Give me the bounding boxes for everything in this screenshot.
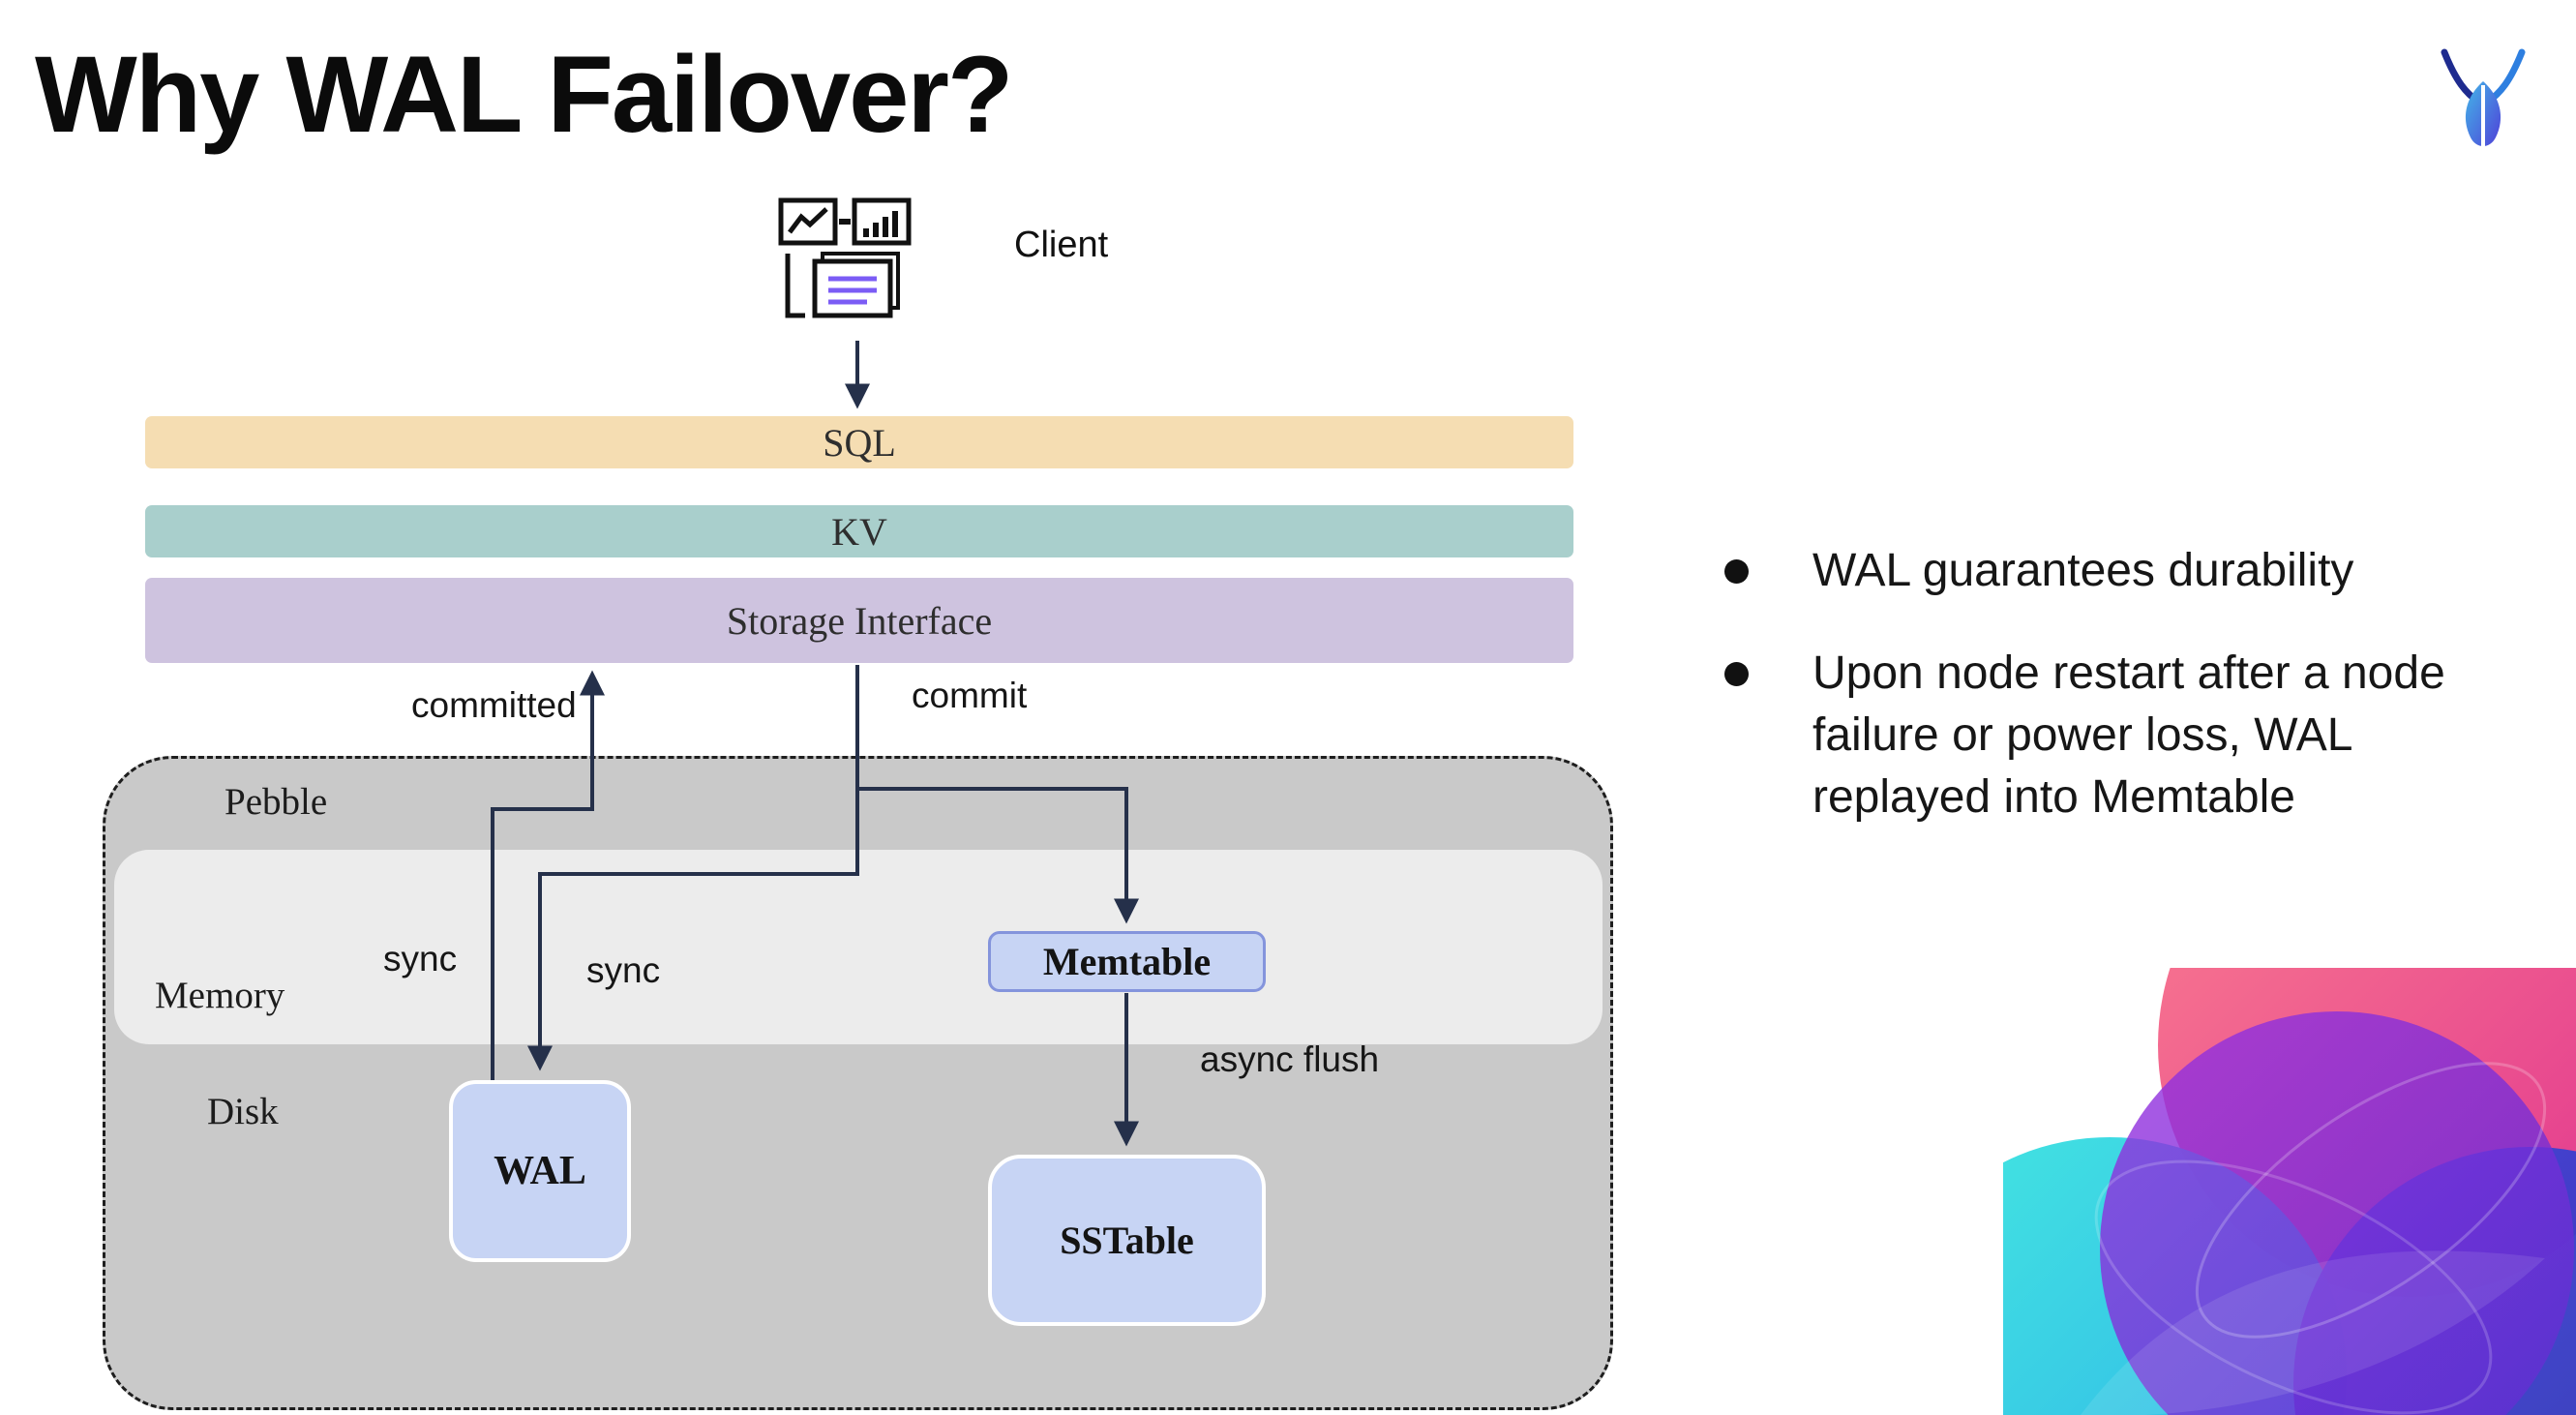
client-icon-svg [778,197,912,318]
bar-chart-icon [852,197,912,246]
cockroachdb-logo-icon [2435,48,2531,159]
bullet-text-2: Upon node restart after a node failure o… [1812,647,2445,823]
layer-sql: SQL [145,416,1573,468]
layer-kv: KV [145,505,1573,557]
node-wal-label: WAL [494,1149,586,1193]
decorative-brand-art [1872,794,2576,1415]
node-memtable: Memtable [988,931,1266,992]
bullet-item-1: WAL guarantees durability [1724,540,2495,602]
edge-label-committed: committed [411,685,577,725]
memory-label: Memory [155,975,285,1016]
client-terminal-icon [778,197,939,339]
brand-art-svg [1872,794,2576,1415]
dash-icon [839,219,851,225]
edge-label-async-flush: async flush [1200,1039,1380,1079]
bullet-item-2: Upon node restart after a node failure o… [1724,643,2495,828]
disk-label: Disk [207,1091,279,1132]
node-memtable-label: Memtable [1042,940,1212,983]
node-sstable: SSTable [988,1155,1266,1326]
edge-label-sync-right: sync [586,950,661,990]
layer-kv-label: KV [831,509,887,554]
layer-storage-interface: Storage Interface [145,578,1573,663]
memory-band [114,850,1603,1044]
layer-storage-label: Storage Interface [726,598,993,643]
client-label: Client [1014,225,1109,265]
art-purple-shape [2100,1011,2574,1415]
edge-label-commit: commit [912,676,1028,715]
bullet-text-1: WAL guarantees durability [1812,545,2354,596]
layer-sql-label: SQL [823,420,896,465]
bullet-dot [1724,559,1749,584]
bracket-icon [785,254,805,318]
node-wal: WAL [449,1080,631,1262]
edge-label-sync-left: sync [383,939,458,978]
cockroachdb-logo-svg [2441,48,2526,149]
pebble-label: Pebble [225,781,328,823]
slide-title: Why WAL Failover? [35,34,1013,155]
node-sstable-label: SSTable [1060,1219,1194,1262]
bullet-dot [1724,662,1749,686]
